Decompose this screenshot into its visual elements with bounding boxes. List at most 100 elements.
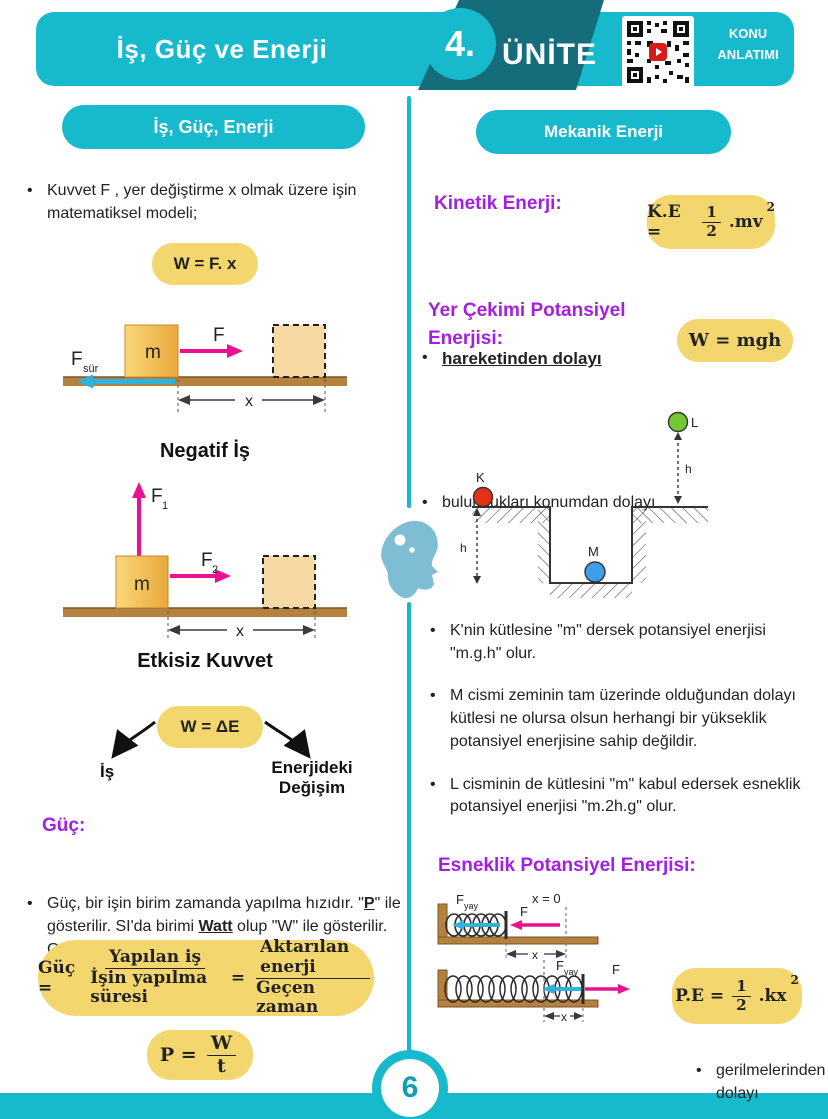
distance-label: x <box>245 393 253 410</box>
guc-formula-frac1: Yapılan iş İşin yapılma süresi <box>90 947 208 1008</box>
esneklik-heading: Esneklik Potansiyel Enerjisi: <box>438 855 696 876</box>
ball-m-label: M <box>588 544 599 559</box>
ghost-block <box>272 324 326 378</box>
ball-l <box>667 411 689 433</box>
p-formula-lhs: P = <box>159 1044 197 1066</box>
power-formula-pill: P = W t <box>147 1030 253 1080</box>
fyay-label-base: F <box>556 958 564 973</box>
qr-caption: KONU ANLATIMI <box>698 24 798 66</box>
guc-formula-lhs: Güç = <box>38 958 76 998</box>
h-right-label: h <box>685 462 692 476</box>
guc-formula-frac2: Aktarılan enerji Geçen zaman <box>256 938 370 1017</box>
etkisiz-kuvvet-figure: F 1 m F 2 x <box>55 478 355 648</box>
fyay-label-sub: yay <box>564 967 579 977</box>
p-formula-frac: W t <box>206 1032 237 1078</box>
fyay-label-sub: yay <box>464 901 479 911</box>
ball-l-label: L <box>691 415 698 430</box>
guc-p-symbol: P <box>363 895 375 913</box>
column-divider-bottom <box>407 602 411 1060</box>
ground-profile <box>472 506 708 584</box>
spring-figure-compressed: F yay F x = 0 x <box>432 890 667 977</box>
negatif-is-figure: m F F sür x <box>55 315 355 425</box>
qr-code-icon <box>625 19 691 85</box>
floor <box>437 936 599 945</box>
spring-figure-stretched: F yay F x <box>432 958 682 1035</box>
pe-frac: 1 2 <box>732 978 751 1014</box>
force1-label-sub: 1 <box>162 500 168 512</box>
yer-cekimi-heading-line1: Yer Çekimi Potansiyel <box>428 300 626 321</box>
ball-k <box>472 486 494 508</box>
intro-bullet: Kuvvet F , yer değiştirme x olmak üzere … <box>25 180 399 225</box>
work-energy-pill: W = ΔE <box>157 706 263 748</box>
guc-watt: Watt <box>198 918 233 936</box>
qr-caption-line1: KONU <box>728 26 768 41</box>
distance-label: x <box>236 623 244 640</box>
floor <box>437 999 599 1008</box>
guc-formula-eq: = <box>230 968 246 988</box>
ball-k-label: K <box>476 470 485 485</box>
yer-cekimi-heading: Yer Çekimi Potansiyel Enerjisi: <box>428 297 626 352</box>
thinking-head-icon <box>374 506 446 602</box>
mgh-formula-pill: W = mgh <box>677 319 793 362</box>
ke-rhs: .mv <box>728 212 763 232</box>
esneklik-bullet: gerilmelerinden dolayı <box>694 1060 828 1105</box>
f-label: F <box>612 962 620 977</box>
arrow-to-is <box>111 720 156 759</box>
work-energy-arrows <box>95 708 325 771</box>
page-title: İş, Güç ve Enerji <box>116 33 328 64</box>
degisim-line: Değişim <box>278 778 346 797</box>
enerjideki-degisim-label: Enerjideki Değişim <box>252 758 372 798</box>
potential-energy-diagram: h h K M L <box>450 400 730 620</box>
unit-label: ÜNİTE <box>502 38 597 71</box>
x-label: x <box>532 948 538 962</box>
potential-energy-notes: K'nin kütlesine "m" dersek potansiyel en… <box>428 620 820 819</box>
unit-number-badge: 4. <box>424 8 496 80</box>
friction-label-sub: sür <box>83 363 99 375</box>
x-label: x <box>561 1010 567 1024</box>
ground <box>63 377 347 386</box>
ke-frac: 1 2 <box>702 204 721 240</box>
pe-sup: 2 <box>790 973 799 987</box>
work-formula-pill: W = F. x <box>152 243 258 285</box>
friction-label-base: F <box>71 349 83 370</box>
note-m: M cismi zeminin tam üzerinde olduğundan … <box>428 685 820 753</box>
guc-heading: Güç: <box>42 815 86 836</box>
force-label: F <box>213 325 225 346</box>
qr-code <box>622 16 694 88</box>
force2-label-base: F <box>201 550 213 571</box>
ke-sup: 2 <box>766 200 775 214</box>
mass-block <box>115 555 169 609</box>
kinetic-energy-formula-pill: K.E = 1 2 .mv 2 <box>647 195 775 249</box>
guc-text-1: Güç, bir işin birim zamanda yapılma hızı… <box>47 895 364 913</box>
right-section-pill: Mekanik Enerji <box>476 110 731 154</box>
mass-label: m <box>134 574 150 595</box>
note-k: K'nin kütlesine "m" dersek potansiyel en… <box>428 620 820 665</box>
arrow-to-enerji <box>264 720 311 759</box>
ke-lhs: K.E = <box>647 202 681 242</box>
yer-cekimi-heading-line2: Enerjisi: <box>428 327 503 349</box>
left-section-pill: İş, Güç, Enerji <box>62 105 365 149</box>
kinetik-bullet: hareketinden dolayı <box>420 347 662 371</box>
qr-caption-line2: ANLATIMI <box>717 46 779 62</box>
ground <box>63 608 347 617</box>
guc-paragraph: Güç, bir işin birim zamanda yapılma hızı… <box>25 893 425 961</box>
page-number: 6 <box>381 1059 439 1117</box>
column-divider-top <box>407 96 411 508</box>
force1-label-base: F <box>151 486 163 507</box>
mass-block <box>124 324 179 378</box>
ball-m <box>584 561 606 583</box>
fyay-label-base: F <box>456 892 464 907</box>
force2-label-sub: 2 <box>212 564 218 576</box>
pe-lhs: P.E = <box>675 986 725 1006</box>
f-label: F <box>520 904 528 919</box>
kinetik-heading: Kinetik Enerji: <box>434 193 562 214</box>
elastic-pe-formula-pill: P.E = 1 2 .kx 2 <box>672 968 802 1024</box>
x0-label: x = 0 <box>532 891 561 906</box>
guc-text-2: " ile gösterilir. SI'da birimi <box>47 895 401 936</box>
pe-rhs: .kx <box>758 986 787 1006</box>
guc-formula-pill: Güç = Yapılan iş İşin yapılma süresi = A… <box>38 938 374 1017</box>
is-label: İş <box>100 762 115 781</box>
ghost-block <box>262 555 316 609</box>
kinetik-bullet-text: hareketinden dolayı <box>442 348 602 368</box>
